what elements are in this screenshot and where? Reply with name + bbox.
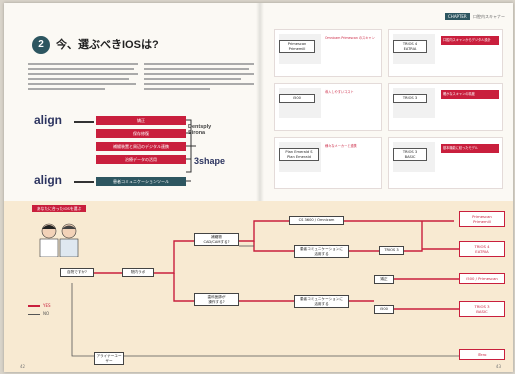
flowchart-lines [71,220,459,357]
category-bar-2: 保存修復 [96,129,186,138]
product-name: Plan Emerald S Plan Emerald [279,148,319,162]
flow-start: 自院ですか? [60,268,94,277]
product-name: Primescan Primemill [279,40,315,54]
body-text-left [28,61,138,93]
product-card-4: TRIOS 3 確かなスキャンの精度 [388,83,503,131]
flow-end-1: Primescan Primemill [459,211,505,227]
flow-q5: 患者コミュニケーションに 活用する [294,295,349,309]
product-image [279,88,321,118]
flow-q2: 補綴物 CAD/CAMする? [194,233,239,247]
page-gutter [256,3,264,372]
product-card-3: i500 導入しやすいコスト [274,83,382,131]
flow-end-2: TRIOS 4 EATRIA [459,241,505,257]
flow-end-4: TRIOS 3 BASIC [459,301,505,317]
flow-end-5: iTero [459,349,505,360]
flow-q4: 患者コミュニケーションに 活用する [294,245,349,259]
legend-yes-label: YES [43,303,51,308]
dentsply-logo: Dentsply Sirona [188,124,211,136]
category-bar-1: 矯正 [96,116,186,125]
flow-omni: CS 3600 / Omnicam [289,216,344,225]
section-number-badge: 2 [32,36,50,54]
align-arrow-bottom [74,181,94,183]
flow-q3: 歯科医師が 操作する? [194,293,239,307]
category-bar-3: 補綴装置と周辺のデジタル連携 [96,142,186,151]
page-number-right: 43 [495,364,501,369]
product-desc: Omnicam Primescan のスキャン [325,36,375,40]
product-image [393,88,435,118]
product-card-5: Plan Emerald S Plan Emerald 様々なメーカーと連携 [274,137,382,189]
product-card-2: TRIOS 4 EATRIA 口腔内スキャンからデジタル設計 [388,29,503,77]
people-illustration [36,221,82,258]
product-name: TRIOS 3 [393,94,427,103]
3shape-logo: 3shape [194,156,226,166]
flow-aligner: アライナーユーザー [94,352,124,366]
product-card-6: TRIOS 3 BASIC 基本機能に絞ったモデル [388,137,503,189]
flowchart-area: あなたに合ったIOSを選ぶ 自院ですか? 院内ラボ 補綴物 CAD/CAMする?… [4,201,513,372]
align-logo-bottom: align [34,173,63,187]
flow-end-3: i500 / Primescan [459,273,505,284]
legend-no: NO [28,311,49,316]
product-desc: 確かなスキャンの精度 [441,90,499,99]
product-name: TRIOS 4 EATRIA [393,40,427,54]
dentsply-name-line1: Dentsply [188,124,212,130]
body-text-right [144,61,254,93]
category-bar-5: 患者コミュニケーションツール [96,177,186,186]
legend-yes: YES [28,303,51,308]
align-arrow-top [74,121,94,123]
legend-no-label: NO [43,311,50,316]
chapter-title: 口腔内スキャナー [473,14,505,19]
category-bar-4: 治療データの活用 [96,155,186,164]
align-logo-top: align [34,113,63,127]
flow-trios3: TRIOS 3 [379,246,404,255]
flow-q1: 院内ラボ [122,268,154,277]
product-desc: 様々なメーカーと連携 [325,144,357,148]
chapter-tag: CHAPTER [445,13,470,20]
doctors-icon [39,223,79,258]
running-header: CHAPTER 口腔内スキャナー [445,13,505,20]
product-desc: 導入しやすいコスト [325,90,354,94]
brand-bracket-lines [186,119,196,182]
flowchart-question-box: あなたに合ったIOSを選ぶ [32,205,86,212]
product-name: i500 [279,94,315,103]
product-name: TRIOS 3 BASIC [393,148,427,162]
magazine-spread: CHAPTER 口腔内スキャナー 2 今、選ぶべきIOSは? align Den… [4,3,513,372]
page-number-left: 42 [20,364,26,369]
product-card-1: Primescan Primemill Omnicam Primescan のス… [274,29,382,77]
flow-i500: i500 [374,305,394,314]
dentsply-name-line2: Sirona [188,130,206,136]
section-title: 今、選ぶべきIOSは? [56,39,159,51]
product-desc: 口腔内スキャンからデジタル設計 [441,36,499,45]
flow-align: 矯正 [374,275,394,284]
product-desc: 基本機能に絞ったモデル [441,144,499,153]
flowchart-question: あなたに合ったIOSを選ぶ [36,206,82,211]
